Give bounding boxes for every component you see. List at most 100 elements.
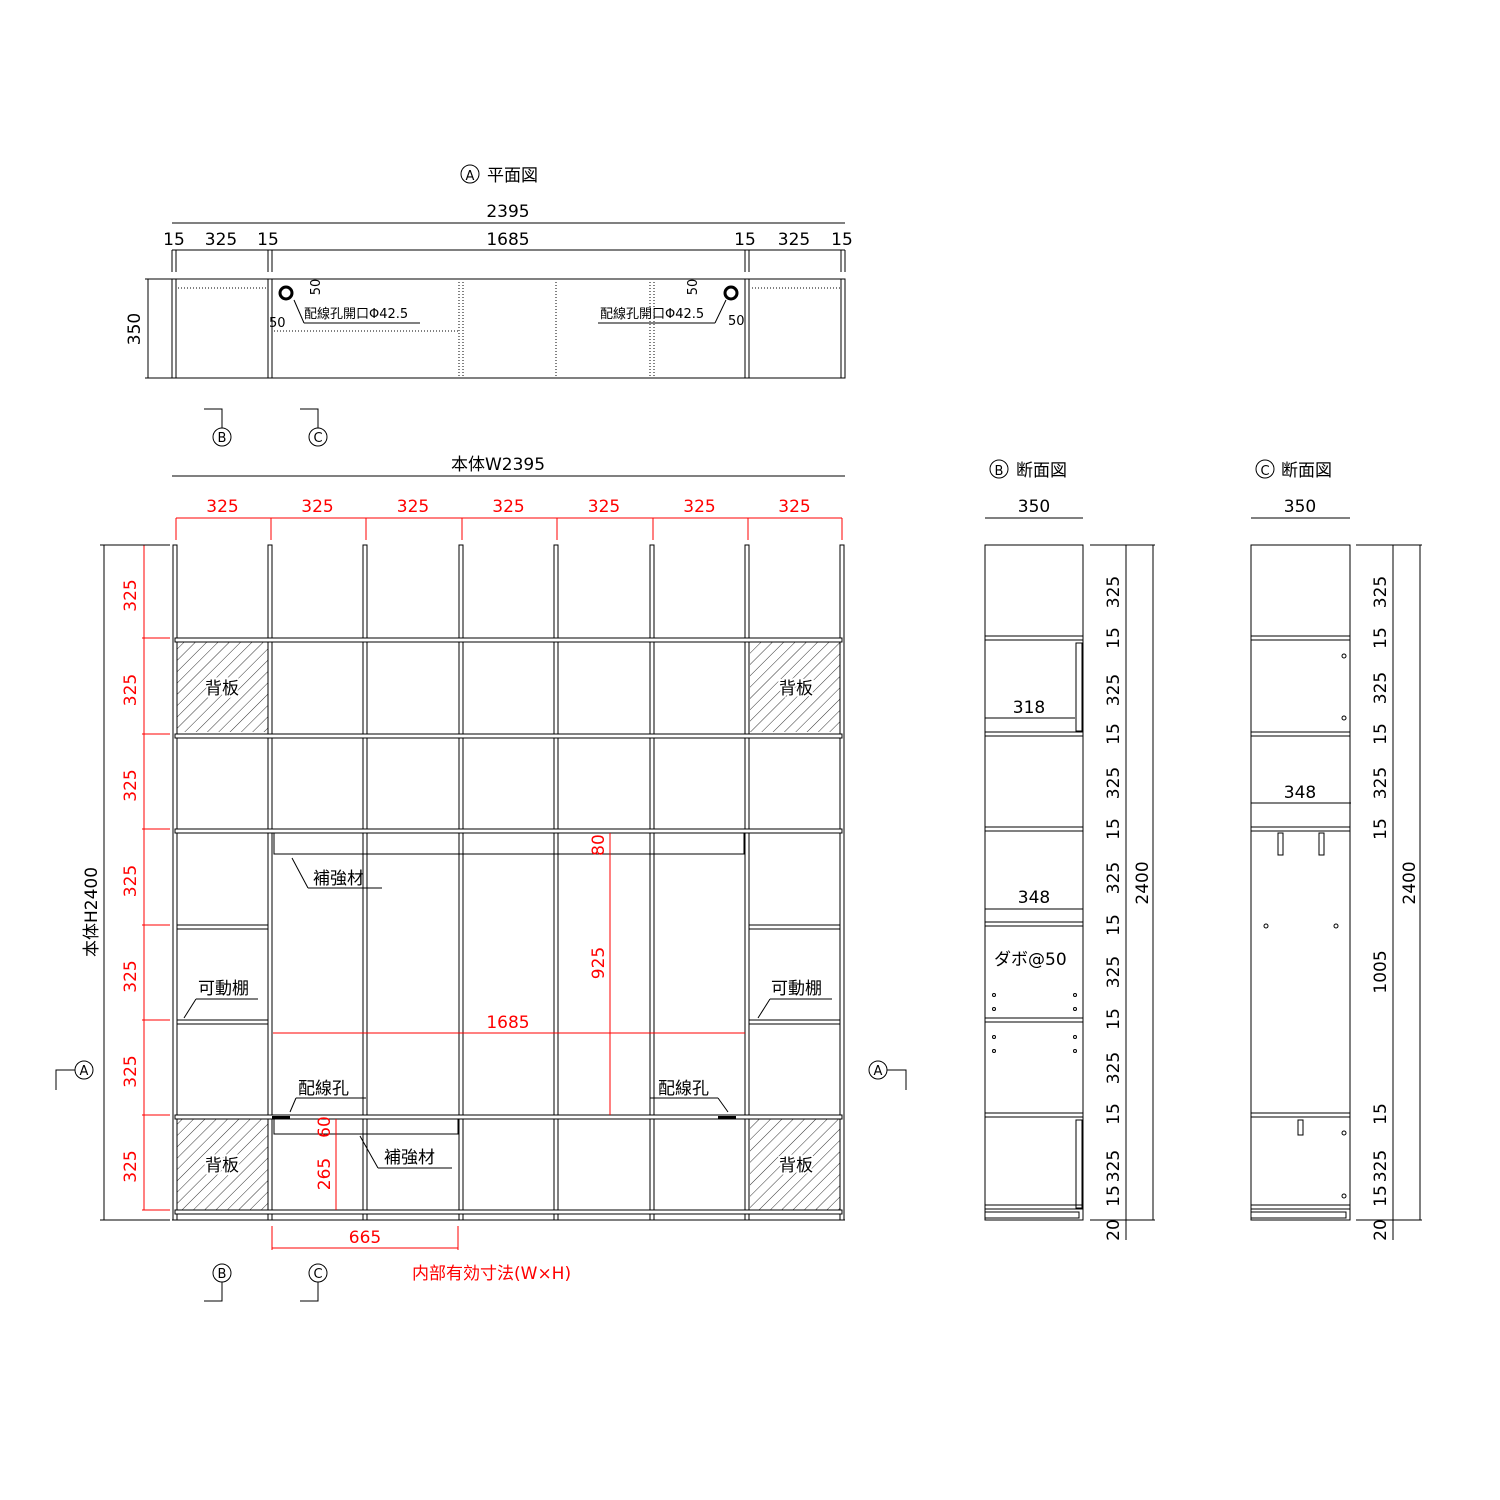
front-height-label: 本体H2400	[82, 867, 102, 957]
dowel-hole-icon	[992, 993, 996, 997]
hole-label-right: 配線孔開口Φ42.5	[600, 306, 704, 322]
section-c-dim: 325	[1371, 576, 1391, 608]
svg-text:50: 50	[269, 316, 286, 331]
svg-text:断面図: 断面図	[1281, 461, 1332, 481]
plinth	[1250, 1211, 1347, 1219]
section-marker-label: A	[874, 1064, 883, 1079]
side-panel	[267, 278, 273, 379]
column-width-dim: 325	[397, 497, 429, 517]
plan-title: A 平面図	[460, 164, 538, 186]
row-height-dim: 325	[121, 960, 141, 992]
svg-text:925: 925	[589, 947, 609, 979]
row-height-dim: 325	[121, 1150, 141, 1182]
section-b-view: B 断面図 350 318 348 ダボ@50 3251532515325153…	[984, 459, 1155, 1241]
plan-segment-dim: 1685	[486, 230, 529, 250]
section-b-dim: 15	[1104, 1008, 1124, 1030]
inner-dimension-legend: 内部有効寸法(W×H)	[412, 1264, 571, 1284]
shelf	[1250, 826, 1351, 832]
section-arrow-icon	[204, 1282, 223, 1302]
svg-text:350: 350	[1018, 497, 1050, 517]
section-marker-label: C	[313, 431, 322, 446]
wiring-hole-icon	[278, 285, 294, 301]
row-height-dim: 325	[121, 1055, 141, 1087]
section-b-dim: 15	[1104, 723, 1124, 745]
side-panel	[744, 278, 750, 379]
section-b-dim: 325	[1104, 576, 1124, 608]
shelf	[984, 1112, 1084, 1118]
shelf	[174, 1209, 843, 1215]
section-arrow-icon	[887, 1069, 907, 1090]
dowel-hole-icon	[1341, 653, 1347, 659]
shelf	[174, 733, 843, 739]
column-width-dim: 325	[301, 497, 333, 517]
dowel-hole-icon	[1333, 923, 1339, 929]
svg-text:350: 350	[1284, 497, 1316, 517]
section-marker-label: C	[313, 1267, 322, 1282]
column-width-dim: 325	[206, 497, 238, 517]
dowel-hole-icon	[1341, 1130, 1347, 1136]
section-b-dim: 15	[1104, 818, 1124, 840]
column-width-dim: 325	[492, 497, 524, 517]
svg-text:背板: 背板	[779, 1156, 813, 1176]
svg-text:348: 348	[1284, 783, 1316, 803]
section-b-dim: 15	[1104, 1103, 1124, 1125]
column-width-dim: 325	[588, 497, 620, 517]
dowel-hole-icon	[1073, 1035, 1077, 1039]
section-c-dim: 325	[1371, 1150, 1391, 1182]
section-arrow-icon	[300, 408, 319, 428]
wiring-hole-icon	[272, 1116, 290, 1119]
dowel-hole-icon	[1341, 715, 1347, 721]
svg-text:318: 318	[1013, 698, 1045, 718]
svg-text:50: 50	[686, 279, 701, 296]
row-height-dim: 325	[121, 865, 141, 897]
dowel-hole-icon	[992, 1049, 996, 1053]
svg-text:265: 265	[315, 1158, 335, 1190]
plan-segment-dim: 15	[831, 230, 853, 250]
dowel-label: ダボ@50	[994, 950, 1067, 970]
svg-text:B: B	[995, 464, 1004, 479]
svg-text:背板: 背板	[205, 679, 239, 699]
svg-text:C: C	[1260, 464, 1269, 479]
dowel-hole-icon	[992, 1035, 996, 1039]
section-b-dim: 15	[1104, 914, 1124, 936]
plan-segment-dim: 325	[205, 230, 237, 250]
svg-text:背板: 背板	[779, 679, 813, 699]
svg-text:1685: 1685	[486, 1013, 529, 1033]
svg-text:665: 665	[349, 1228, 381, 1248]
section-b-dim: 15	[1104, 627, 1124, 649]
movable-shelf	[748, 924, 841, 930]
plan-segment-dim: 15	[734, 230, 756, 250]
shelf	[174, 1114, 843, 1120]
svg-text:2400: 2400	[1133, 861, 1153, 904]
section-b-dim: 325	[1104, 1150, 1124, 1182]
dowel-hole-icon	[1073, 1049, 1077, 1053]
row-height-dim: 325	[121, 674, 141, 706]
shelf	[984, 635, 1084, 641]
svg-text:補強材: 補強材	[384, 1148, 435, 1168]
side-panel	[171, 278, 177, 379]
plan-depth: 350	[125, 313, 145, 345]
section-c-dim: 15	[1371, 1103, 1391, 1125]
shelf	[984, 826, 1084, 832]
svg-text:配線孔: 配線孔	[658, 1079, 709, 1099]
svg-text:可動棚: 可動棚	[771, 979, 822, 999]
hole-label-left: 配線孔開口Φ42.5	[304, 306, 408, 322]
row-height-dim: 325	[121, 579, 141, 611]
row-height-dim: 325	[121, 769, 141, 801]
dowel-hole-icon	[1341, 1193, 1347, 1199]
lower-reinforcement	[273, 1118, 459, 1135]
plan-segment-dim: 15	[257, 230, 279, 250]
side-panel	[840, 278, 846, 379]
svg-text:断面図: 断面図	[1016, 461, 1067, 481]
section-c-dim: 1005	[1371, 950, 1391, 993]
section-marker-label: B	[218, 431, 227, 446]
section-b-dim: 20	[1104, 1219, 1124, 1241]
plan-total-width: 2395	[486, 202, 529, 222]
section-b-dim: 325	[1104, 674, 1124, 706]
svg-text:配線孔: 配線孔	[298, 1079, 349, 1099]
section-b-dim: 325	[1104, 767, 1124, 799]
column-width-dim: 325	[683, 497, 715, 517]
shelf	[984, 921, 1084, 927]
